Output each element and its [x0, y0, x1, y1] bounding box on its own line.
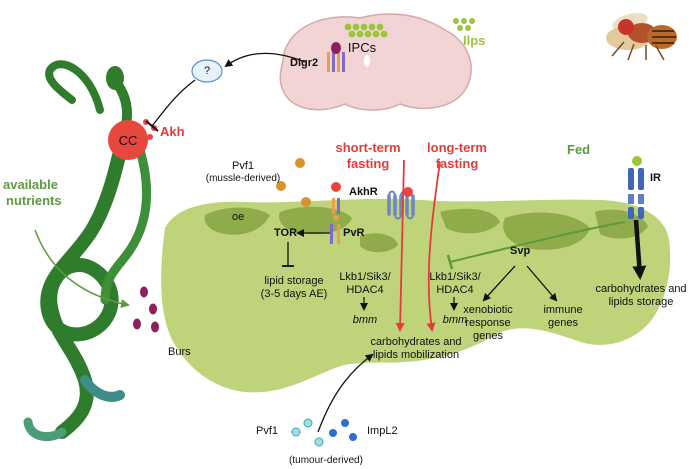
ir-receptor-icon: [628, 156, 644, 219]
cc-label: CC: [118, 133, 138, 148]
akh-dot: [331, 182, 341, 192]
long-fasting-arrow: [426, 161, 441, 332]
bmm-right-label: bmm: [442, 314, 468, 326]
xenobiotic-genes-label-1: xenobiotic: [463, 304, 513, 316]
svp-immune-arrow: [526, 265, 558, 302]
carb-storage-label-2: lipids storage: [608, 296, 674, 308]
fed-svp-inhibition: [449, 221, 626, 263]
pvf1-muscle-dot: [295, 158, 305, 168]
available-nutrients-label-2: nutrients: [6, 193, 62, 208]
bmm-left-label: bmm: [352, 314, 378, 326]
long-fasting-label-1: long-term: [427, 140, 487, 155]
tumour-impl2-dots: [329, 419, 357, 441]
short-fasting-label-2: fasting: [346, 156, 390, 171]
pvr-receptor-icon: [330, 224, 340, 244]
impl2-label: ImpL2: [367, 425, 398, 437]
unknown-factor-bubble: [191, 59, 223, 83]
unknown-factor-label: ?: [203, 65, 211, 77]
lkb-left-label-1: Lkb1/Sik3/: [339, 271, 391, 283]
nutrients-arrow: [34, 229, 130, 308]
brain-icon: [279, 13, 472, 111]
fed-svp-bar: [446, 254, 454, 270]
lipid-storage-label-1: lipid storage: [264, 275, 324, 287]
svp-xeno-arrow: [482, 265, 516, 302]
pvf1-muscle-dot: [276, 181, 286, 191]
brain-hole: [364, 55, 370, 67]
inhibition-line: [151, 79, 196, 127]
lkb-right-label-1: Lkb1/Sik3/: [429, 271, 481, 283]
akh-dot: [147, 134, 153, 140]
pvf1-muscle-label: Pvf1: [231, 160, 255, 172]
akhr-label: AkhR: [349, 186, 378, 198]
cc-cell-icon: [108, 120, 148, 160]
pvr-label: PvR: [343, 227, 365, 239]
fly-icon: [606, 12, 677, 61]
lipid-storage-label-2: (3-5 days AE): [260, 288, 328, 300]
xenobiotic-genes-label-2: response: [465, 317, 511, 329]
ipcs-label: IPCs: [347, 40, 377, 55]
carb-mobilization-label-1: carbohydrates and: [370, 336, 462, 348]
fat-body-dark-patches: [204, 206, 648, 253]
tor-label: TOR: [274, 227, 298, 239]
short-fasting-label-1: short-term: [335, 140, 401, 155]
carb-mobilization-label-2: lipids mobilization: [372, 349, 460, 361]
short-fasting-arrow: [395, 159, 405, 332]
ilps-label: Ilps: [463, 33, 486, 48]
burs-dots: [133, 286, 159, 333]
fed-label: Fed: [567, 142, 591, 157]
ir-storage-arrow: [632, 219, 647, 280]
pvf1-tumour-label: Pvf1: [256, 425, 279, 437]
ir-label: IR: [650, 172, 661, 184]
dlgr2-receptor-icon: [327, 42, 345, 72]
dlgr2-label: Dlgr2: [290, 57, 319, 69]
ilp-dots: [453, 18, 475, 31]
brain-to-unknown-arrow: [224, 52, 306, 68]
akh-label: Akh: [160, 124, 185, 139]
immune-genes-label-1: immune: [543, 304, 583, 316]
carb-storage-label-1: carbohydrates and: [595, 283, 687, 295]
immune-genes-label-2: genes: [548, 317, 578, 329]
pvf1-muscle-dot: [301, 197, 311, 207]
tumour-pvf1-dots: [291, 418, 324, 447]
burs-label: Burs: [168, 346, 191, 358]
svp-label: Svp: [510, 245, 531, 257]
available-nutrients-label-1: available: [3, 177, 58, 192]
lkb-right-label-2: HDAC4: [436, 284, 474, 296]
pvf1-muscle-sub-label: (mussle-derived): [205, 173, 281, 184]
ipc-cluster: [344, 23, 388, 38]
oe-label: oe: [232, 211, 245, 223]
akhr-receptor-icon: [332, 198, 340, 221]
long-fasting-label-2: fasting: [435, 156, 479, 171]
inhibition-bar: [145, 120, 159, 132]
lkb-left-label-2: HDAC4: [346, 284, 384, 296]
xenobiotic-genes-label-3: genes: [473, 330, 503, 342]
tumour-derived-label: (tumour-derived): [289, 455, 363, 466]
tumour-mobilization-arrow: [317, 353, 374, 433]
